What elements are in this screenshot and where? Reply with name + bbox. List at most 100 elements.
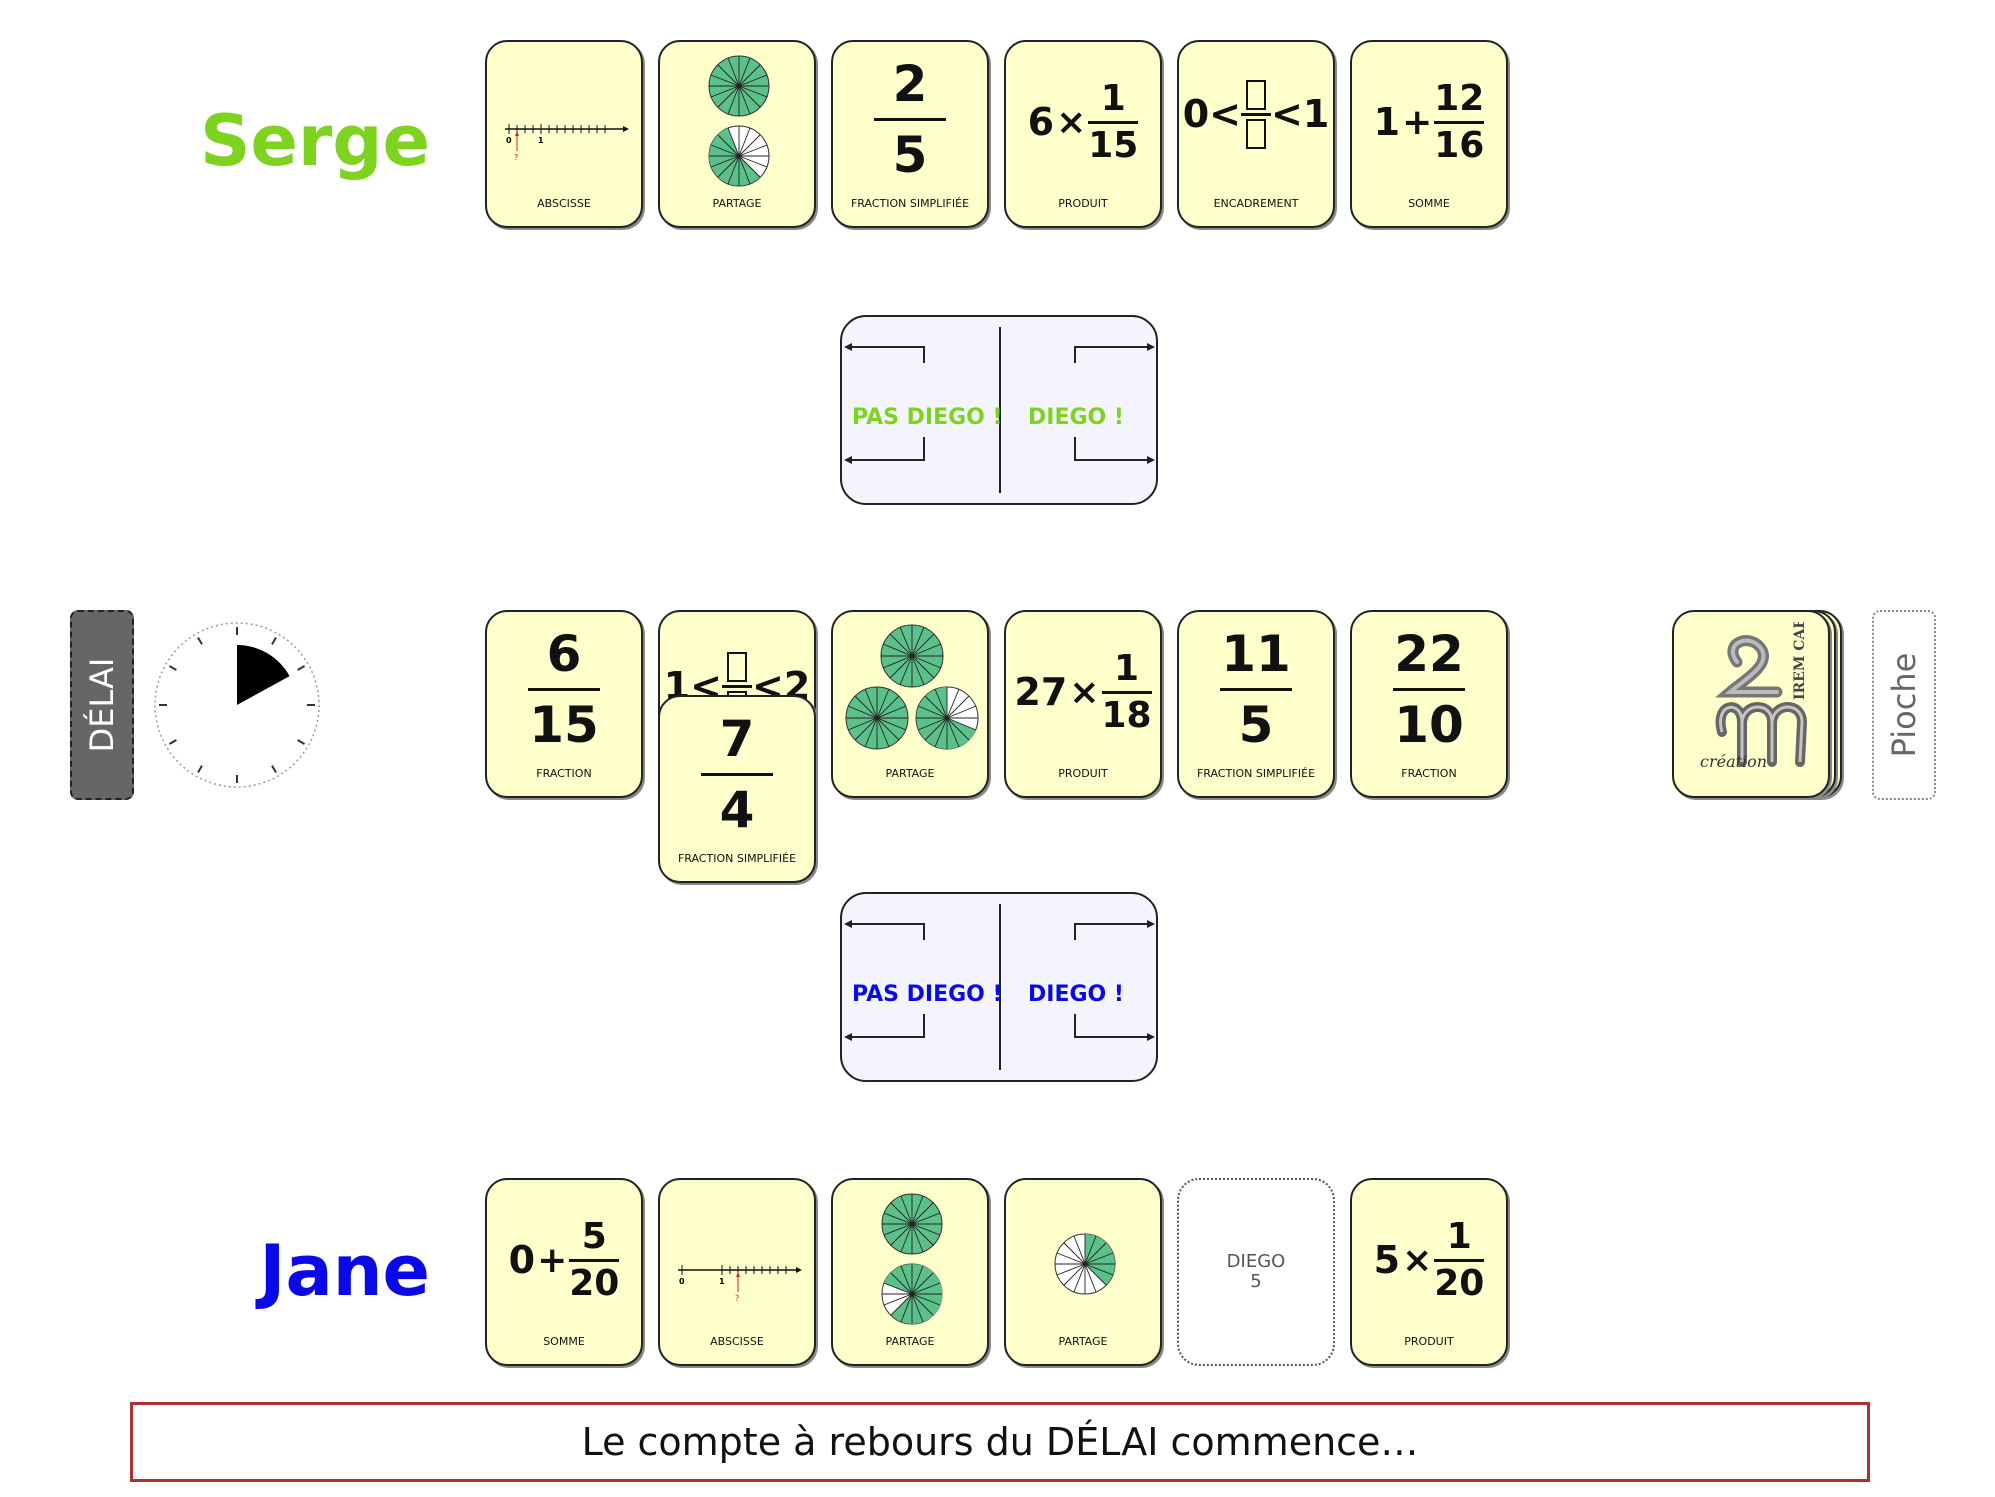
svg-text:0: 0 <box>679 1277 685 1286</box>
draw-pile[interactable]: IREM CAEN création <box>1672 610 1830 798</box>
player-name-serge: Serge <box>200 100 430 182</box>
operator: + <box>537 1239 568 1281</box>
diego-button[interactable]: DIEGO ! <box>1028 405 1124 430</box>
svg-text:0: 0 <box>506 136 512 145</box>
svg-text:IREM CAEN: IREM CAEN <box>1792 622 1808 700</box>
card-label: PRODUIT <box>1058 197 1108 210</box>
numerator: 11 <box>1221 625 1291 683</box>
numerator: 7 <box>719 710 755 768</box>
diego-button[interactable]: DIEGO ! <box>1028 982 1124 1007</box>
played-card[interactable]: 7 4 FRACTION SIMPLIFIÉE <box>658 695 816 883</box>
diego-label: DIEGO <box>1226 1251 1286 1272</box>
jane-card-produit[interactable]: 5 × 1 20 PRODUIT <box>1350 1178 1508 1366</box>
card-label: PARTAGE <box>885 1335 935 1348</box>
numerator: 2 <box>892 55 928 113</box>
pas-diego-button[interactable]: PAS DIEGO ! <box>852 405 1003 430</box>
fraction-wheels-icon <box>881 1193 943 1325</box>
serge-card-abscisse[interactable]: 0 1 ? ABSCISSE <box>485 40 643 228</box>
number-line-icon: 0 1 ? <box>505 124 629 162</box>
jane-card-somme[interactable]: 0 + 5 20 SOMME <box>485 1178 643 1366</box>
table-card-fraction-2[interactable]: 22 10 FRACTION <box>1350 610 1508 798</box>
card-label: PRODUIT <box>1404 1335 1454 1348</box>
player-name-jane: Jane <box>259 1230 430 1312</box>
card-label: FRACTION SIMPLIFIÉE <box>1196 767 1316 780</box>
diego-choice-jane: PAS DIEGO ! DIEGO ! <box>840 892 1158 1082</box>
serge-card-produit[interactable]: 6 × 1 15 PRODUIT <box>1004 40 1162 228</box>
svg-text:1: 1 <box>538 136 544 145</box>
card-label: PARTAGE <box>1058 1335 1108 1348</box>
card-label: FRACTION <box>536 767 592 780</box>
card-label: ABSCISSE <box>710 1335 764 1348</box>
jane-card-partage-1[interactable]: PARTAGE <box>831 1178 989 1366</box>
card-label: ABSCISSE <box>537 197 591 210</box>
denominator: 18 <box>1101 694 1152 736</box>
addend: 1 <box>1373 100 1401 145</box>
table-card-fraction-simplifiee[interactable]: 11 5 FRACTION SIMPLIFIÉE <box>1177 610 1335 798</box>
svg-text:création: création <box>1700 752 1767 771</box>
table-card-fraction[interactable]: 6 15 FRACTION <box>485 610 643 798</box>
factor: 5 <box>1373 1238 1401 1283</box>
denominator: 10 <box>1394 696 1464 754</box>
card-label: FRACTION SIMPLIFIÉE <box>850 197 970 210</box>
card-label: FRACTION SIMPLIFIÉE <box>677 852 797 865</box>
numerator: 1 <box>1446 1216 1472 1257</box>
fraction-wheel-icon <box>1054 1233 1116 1295</box>
blank-denominator-icon <box>1246 118 1266 149</box>
serge-card-encadrement[interactable]: 0< <1 ENCADREMENT <box>1177 40 1335 228</box>
pas-diego-button[interactable]: PAS DIEGO ! <box>852 982 1003 1007</box>
operator: × <box>1402 1239 1433 1281</box>
denominator: 4 <box>719 781 755 839</box>
lower-bound: 0< <box>1182 92 1241 137</box>
card-label: SOMME <box>1408 197 1450 210</box>
card-label: PRODUIT <box>1058 767 1108 780</box>
jane-card-diego-slot[interactable]: DIEGO 5 <box>1177 1178 1335 1366</box>
status-message: Le compte à rebours du DÉLAI commence… <box>130 1402 1870 1482</box>
card-label: ENCADREMENT <box>1213 197 1299 210</box>
diego-count: 5 <box>1250 1271 1262 1292</box>
timer-clock-icon <box>154 622 320 788</box>
jane-card-abscisse[interactable]: 0 1 ? ABSCISSE <box>658 1178 816 1366</box>
operator: + <box>1402 101 1433 143</box>
numerator: 6 <box>546 625 582 683</box>
table-card-partage[interactable]: PARTAGE <box>831 610 989 798</box>
blank-numerator-icon <box>727 652 747 682</box>
svg-text:?: ? <box>735 1294 739 1303</box>
timer-elapsed-wedge <box>237 645 290 705</box>
factor: 27 <box>1014 670 1068 715</box>
upper-bound: <1 <box>1271 92 1330 137</box>
card-label: FRACTION <box>1401 767 1457 780</box>
diego-choice-serge: PAS DIEGO ! DIEGO ! <box>840 315 1158 505</box>
numerator: 5 <box>581 1216 607 1257</box>
svg-text:1: 1 <box>719 1277 725 1286</box>
denominator: 5 <box>892 126 928 184</box>
numerator: 1 <box>1113 648 1140 689</box>
denominator: 20 <box>569 1262 620 1304</box>
arrows-icon <box>844 343 1155 464</box>
serge-card-partage[interactable]: PARTAGE <box>658 40 816 228</box>
table-card-produit[interactable]: 27 × 1 18 PRODUIT <box>1004 610 1162 798</box>
operator: × <box>1056 101 1087 143</box>
factor: 6 <box>1027 100 1055 145</box>
denominator: 15 <box>1088 124 1139 166</box>
operator: × <box>1069 671 1100 713</box>
denominator: 20 <box>1434 1262 1485 1304</box>
jane-card-partage-2[interactable]: PARTAGE <box>1004 1178 1162 1366</box>
irem-logo-icon: IREM CAEN création <box>1700 622 1808 771</box>
pioche-button[interactable]: Pioche <box>1872 610 1936 800</box>
fraction-wheels-icon <box>845 624 979 750</box>
card-label: PARTAGE <box>712 197 762 210</box>
delai-button[interactable]: DÉLAI <box>70 610 134 800</box>
arrows-icon <box>844 920 1155 1041</box>
card-label: PARTAGE <box>885 767 935 780</box>
card-label: SOMME <box>543 1335 585 1348</box>
denominator: 15 <box>529 696 599 754</box>
numerator: 1 <box>1100 78 1126 119</box>
denominator: 5 <box>1238 696 1274 754</box>
numerator: 12 <box>1434 78 1485 119</box>
addend: 0 <box>508 1238 536 1283</box>
serge-card-fraction-simplifiee[interactable]: 2 5 FRACTION SIMPLIFIÉE <box>831 40 989 228</box>
numerator: 22 <box>1394 625 1464 683</box>
number-line-icon: 0 1 ? <box>678 1265 802 1303</box>
blank-numerator-icon <box>1246 80 1266 110</box>
